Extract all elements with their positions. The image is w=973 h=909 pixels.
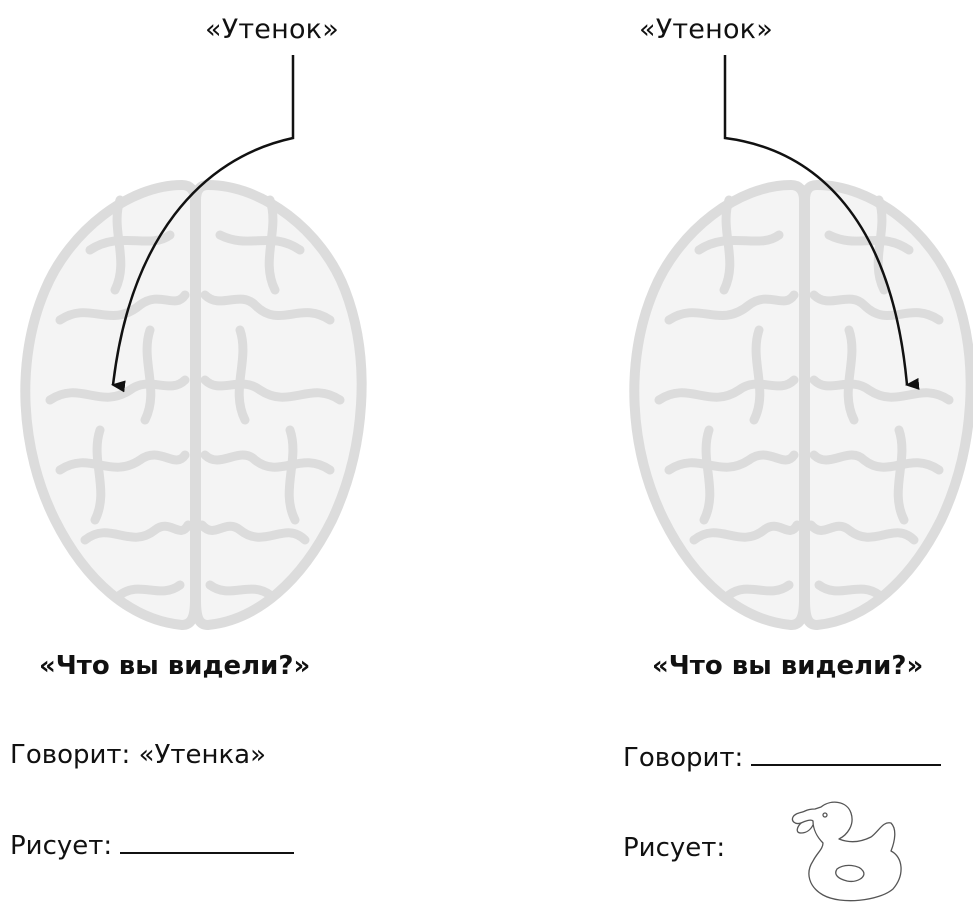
says-label: Говорит: (623, 743, 744, 773)
duck-drawing-icon (791, 801, 902, 902)
says-blank-line (751, 740, 942, 766)
right-panel: «Утенок» (487, 0, 973, 909)
stimulus-word: «Утенок» (639, 14, 773, 45)
brain-diagram (629, 55, 973, 631)
arrow-to-right-hemisphere (723, 55, 920, 390)
left-panel: «Утенок» (0, 0, 486, 909)
draws-blank-line (120, 828, 295, 854)
says-label: Говорит: «Утенка» (10, 740, 267, 770)
brain-icon (629, 179, 973, 631)
says-line: Говорит: (623, 740, 942, 773)
question-label: «Что вы видели?» (652, 651, 924, 681)
question-label: «Что вы видели?» (39, 651, 311, 681)
stimulus-word: «Утенок» (205, 14, 339, 45)
brain-diagram (20, 55, 367, 631)
brain-icon (20, 179, 367, 631)
draws-label: Рисует: (623, 833, 726, 863)
draws-label: Рисует: (10, 831, 113, 861)
draws-line: Рисует: (10, 828, 295, 861)
arrow-to-left-hemisphere (111, 55, 295, 393)
